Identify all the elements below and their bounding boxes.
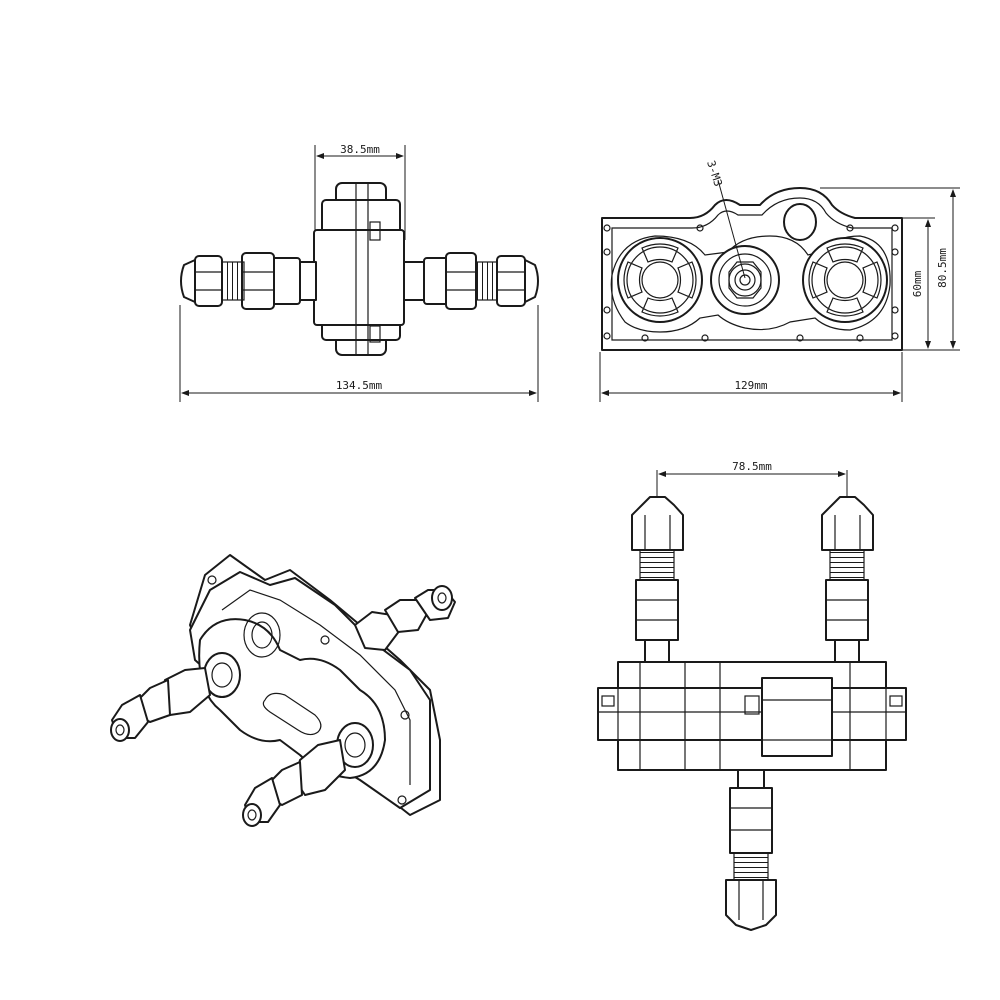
top-spacing-label: 78.5mm (732, 460, 772, 473)
front-right-coupler (403, 252, 539, 310)
top-left-coupler (631, 496, 684, 665)
side-mounting-holes (603, 224, 899, 342)
top-housing (597, 661, 907, 771)
iso-bottom-coupler (242, 722, 374, 827)
iso-right-coupler (354, 585, 456, 651)
front-width-label: 38.5mm (340, 143, 380, 156)
front-view: 38.5mm (179, 143, 539, 402)
top-spacing-dimension: 78.5mm (656, 460, 848, 500)
front-length-label: 134.5mm (336, 379, 383, 392)
side-top-hole (783, 203, 817, 241)
side-width-dimension: 129mm (599, 352, 903, 402)
front-length-dimension: 134.5mm (179, 305, 539, 402)
side-right-bearing (802, 237, 888, 323)
front-width-dimension: 38.5mm (314, 143, 406, 240)
side-inner-height-label: 60mm (911, 270, 924, 297)
top-view: 78.5mm (597, 460, 907, 931)
side-width-label: 129mm (734, 379, 767, 392)
side-outer-height-label: 80.5mm (936, 248, 949, 288)
front-left-coupler (180, 252, 317, 310)
side-view: 3-M3 60mm 80.5mm 129mm (599, 159, 960, 402)
side-center-bearing (710, 245, 780, 315)
side-screw-label: 3-M3 (704, 159, 725, 188)
front-housing (313, 182, 405, 356)
iso-left-coupler (110, 652, 241, 742)
top-bottom-coupler (725, 769, 777, 931)
isometric-view (110, 554, 456, 827)
side-height-dimensions: 60mm 80.5mm (820, 187, 960, 351)
side-left-bearing (617, 237, 703, 323)
top-right-coupler (821, 496, 874, 665)
